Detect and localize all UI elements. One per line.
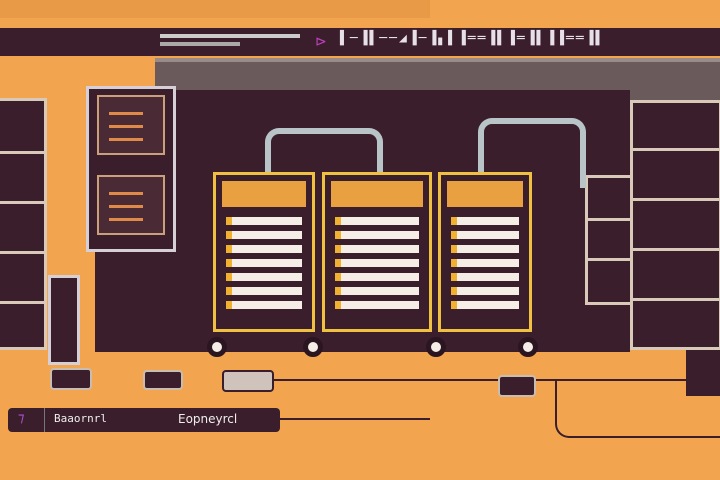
- label-bar: ⁊ Baaornrl Eopneyrcl: [8, 408, 280, 432]
- cable: [280, 418, 430, 420]
- right-shelf: [630, 100, 720, 350]
- brand-icon: ⁊: [18, 411, 25, 426]
- monitor-screen: [97, 175, 165, 235]
- tower-unit: [48, 275, 80, 365]
- banner-line: [160, 34, 300, 38]
- wheel-icon: [518, 337, 538, 357]
- top-strip: [0, 0, 430, 18]
- server-rack: [438, 172, 532, 332]
- wheel-icon: [426, 337, 446, 357]
- floor-box: [498, 375, 536, 397]
- cable: [536, 379, 686, 381]
- left-shelf: [0, 98, 47, 350]
- banner-text: ▌─▐▌──◢▐─▐▖▌▐══▐▌▐═▐▌▐▐══▐▌: [340, 31, 606, 46]
- label-left: Baaornrl: [54, 412, 107, 425]
- pipe: [478, 118, 586, 188]
- monitor-cabinet: [86, 86, 176, 252]
- floor-switch: [222, 370, 274, 392]
- wheel-icon: [207, 337, 227, 357]
- cable: [274, 379, 499, 381]
- floor-switch: [143, 370, 183, 390]
- label-right: Eopneyrcl: [178, 412, 238, 426]
- pipe: [265, 128, 383, 173]
- server-rack: [213, 172, 315, 332]
- top-banner: ⊳: [0, 28, 720, 56]
- banner-line: [160, 42, 240, 46]
- tower-base: [50, 368, 92, 390]
- monitor-screen: [97, 95, 165, 155]
- server-rack: [322, 172, 432, 332]
- cable: [555, 380, 720, 438]
- arrow-icon: ⊳: [315, 34, 327, 50]
- wheel-icon: [303, 337, 323, 357]
- mid-shelf: [585, 175, 633, 305]
